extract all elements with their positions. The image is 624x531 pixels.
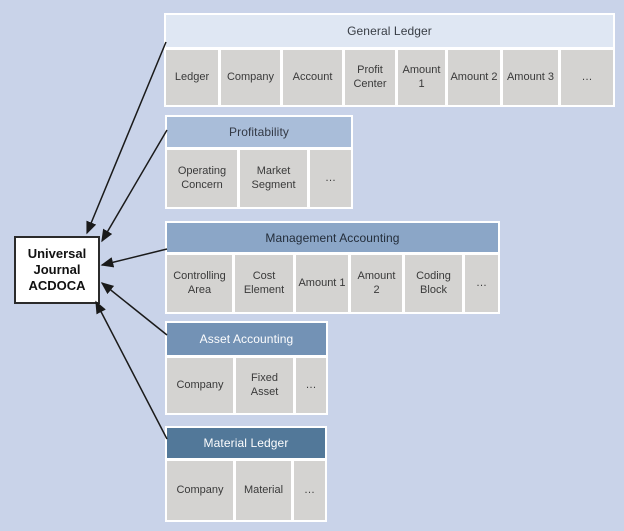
column-cell-ellipsis: … — [310, 150, 351, 207]
journal-box-line: Universal — [27, 246, 87, 261]
column-cell-ellipsis: … — [465, 255, 498, 312]
column-cell: Company — [221, 50, 280, 105]
table-title-profitability: Profitability — [167, 117, 351, 147]
universal-journal-box: Universal Journal ACDOCA — [14, 236, 100, 304]
column-cell: Profit Center — [345, 50, 395, 105]
arrow-general-ledger — [86, 41, 167, 235]
arrow-material-ledger — [95, 300, 168, 440]
column-cell-ellipsis: … — [294, 461, 325, 520]
table-general-ledger: General Ledger Ledger Company Account Pr… — [164, 13, 615, 107]
table-title-general-ledger: General Ledger — [166, 15, 613, 47]
table-title-material-ledger: Material Ledger — [167, 428, 325, 458]
column-cell: Material — [236, 461, 291, 520]
journal-box-line: ACDOCA — [28, 278, 86, 293]
column-cell-ellipsis: … — [561, 50, 613, 105]
column-cell: Fixed Asset — [236, 358, 293, 413]
arrow-management-accounting — [100, 248, 168, 268]
table-columns-material-ledger: Company Material … — [167, 461, 325, 520]
column-cell: Amount 1 — [296, 255, 348, 312]
column-cell: Controlling Area — [167, 255, 232, 312]
column-cell: Coding Block — [405, 255, 462, 312]
table-material-ledger: Material Ledger Company Material … — [165, 426, 327, 522]
column-cell: Account — [283, 50, 342, 105]
column-cell: Ledger — [166, 50, 218, 105]
column-cell: Amount 1 — [398, 50, 445, 105]
column-cell: Market Segment — [240, 150, 307, 207]
table-asset-accounting: Asset Accounting Company Fixed Asset … — [165, 321, 328, 415]
table-title-asset-accounting: Asset Accounting — [167, 323, 326, 355]
table-management-accounting: Management Accounting Controlling Area C… — [165, 221, 500, 314]
arrow-asset-accounting — [100, 282, 168, 336]
table-columns-profitability: Operating Concern Market Segment … — [167, 150, 351, 207]
journal-box-line: Journal — [33, 262, 81, 277]
table-columns-asset-accounting: Company Fixed Asset … — [167, 358, 326, 413]
table-title-management-accounting: Management Accounting — [167, 223, 498, 252]
column-cell: Cost Element — [235, 255, 293, 312]
arrow-profitability — [101, 129, 168, 243]
table-profitability: Profitability Operating Concern Market S… — [165, 115, 353, 209]
column-cell: Company — [167, 358, 233, 413]
table-columns-management-accounting: Controlling Area Cost Element Amount 1 A… — [167, 255, 498, 312]
column-cell: Amount 3 — [503, 50, 558, 105]
table-columns-general-ledger: Ledger Company Account Profit Center Amo… — [166, 50, 613, 105]
column-cell: Amount 2 — [351, 255, 402, 312]
column-cell: Amount 2 — [448, 50, 500, 105]
column-cell: Operating Concern — [167, 150, 237, 207]
column-cell: Company — [167, 461, 233, 520]
column-cell-ellipsis: … — [296, 358, 326, 413]
